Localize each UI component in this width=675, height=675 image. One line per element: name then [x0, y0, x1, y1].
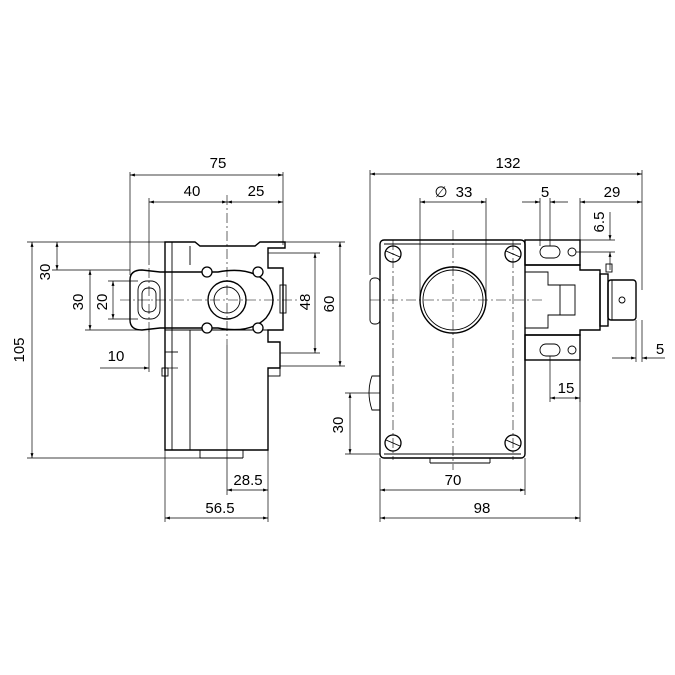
label-20: 20	[94, 294, 111, 311]
dim-front-slot-5: 5	[522, 184, 568, 246]
dim-side-10: 10	[100, 330, 178, 372]
dim-side-48: 48	[268, 252, 320, 354]
dim-side-20: 20	[94, 280, 138, 320]
front-view-housing	[368, 239, 526, 464]
dim-side-width-75: 75	[129, 155, 284, 275]
dim-side-28-5: 28.5	[226, 345, 269, 495]
dim-side-height-105: 105	[11, 241, 200, 459]
side-view: 75 40 25 105 30 30	[11, 155, 345, 522]
label-29: 29	[604, 184, 621, 201]
dim-front-30: 30	[330, 392, 380, 455]
label-40: 40	[184, 183, 201, 200]
front-view-mechanism	[524, 239, 637, 361]
dim-side-width-40: 40	[148, 183, 227, 265]
side-view-lever	[129, 266, 274, 377]
dim-side-offset-25: 25	[227, 183, 283, 204]
dim-front-width-132: 132	[369, 155, 643, 290]
label-75: 75	[210, 155, 227, 172]
label-105: 105	[11, 337, 28, 362]
label-6-5: 6.5	[591, 212, 608, 233]
label-70: 70	[445, 472, 462, 489]
dim-front-29: 29	[579, 184, 642, 240]
side-view-housing	[164, 241, 287, 459]
label-30-front: 30	[330, 417, 347, 434]
dim-front-15: 15	[549, 356, 581, 402]
label-28-5: 28.5	[233, 472, 262, 489]
label-5-right: 5	[656, 341, 664, 358]
label-33: 33	[456, 184, 473, 201]
label-25: 25	[248, 183, 265, 200]
diameter-symbol: ∅	[434, 184, 447, 201]
label-10: 10	[108, 348, 125, 365]
label-98: 98	[474, 500, 491, 517]
label-48: 48	[297, 294, 314, 311]
label-5-top: 5	[541, 184, 549, 201]
label-15: 15	[558, 380, 575, 397]
label-56-5: 56.5	[205, 500, 234, 517]
dim-side-56-5: 56.5	[164, 450, 269, 522]
dim-front-6-5: 6.5	[576, 212, 615, 270]
dim-side-30-inner: 30	[70, 270, 142, 331]
dim-front-diameter-33: ∅ 33	[419, 184, 487, 300]
label-30-inner: 30	[70, 294, 87, 311]
dim-side-60: 60	[280, 241, 345, 367]
front-view: 132 ∅ 33 5 29 6.5	[330, 155, 665, 522]
label-60: 60	[321, 296, 338, 313]
dim-front-70: 70	[379, 458, 526, 495]
label-132: 132	[495, 155, 520, 172]
dim-front-98: 98	[379, 360, 581, 522]
dim-side-30-outer: 30	[37, 242, 130, 280]
label-30-outer: 30	[37, 264, 54, 281]
dim-front-button-5: 5	[612, 320, 665, 362]
